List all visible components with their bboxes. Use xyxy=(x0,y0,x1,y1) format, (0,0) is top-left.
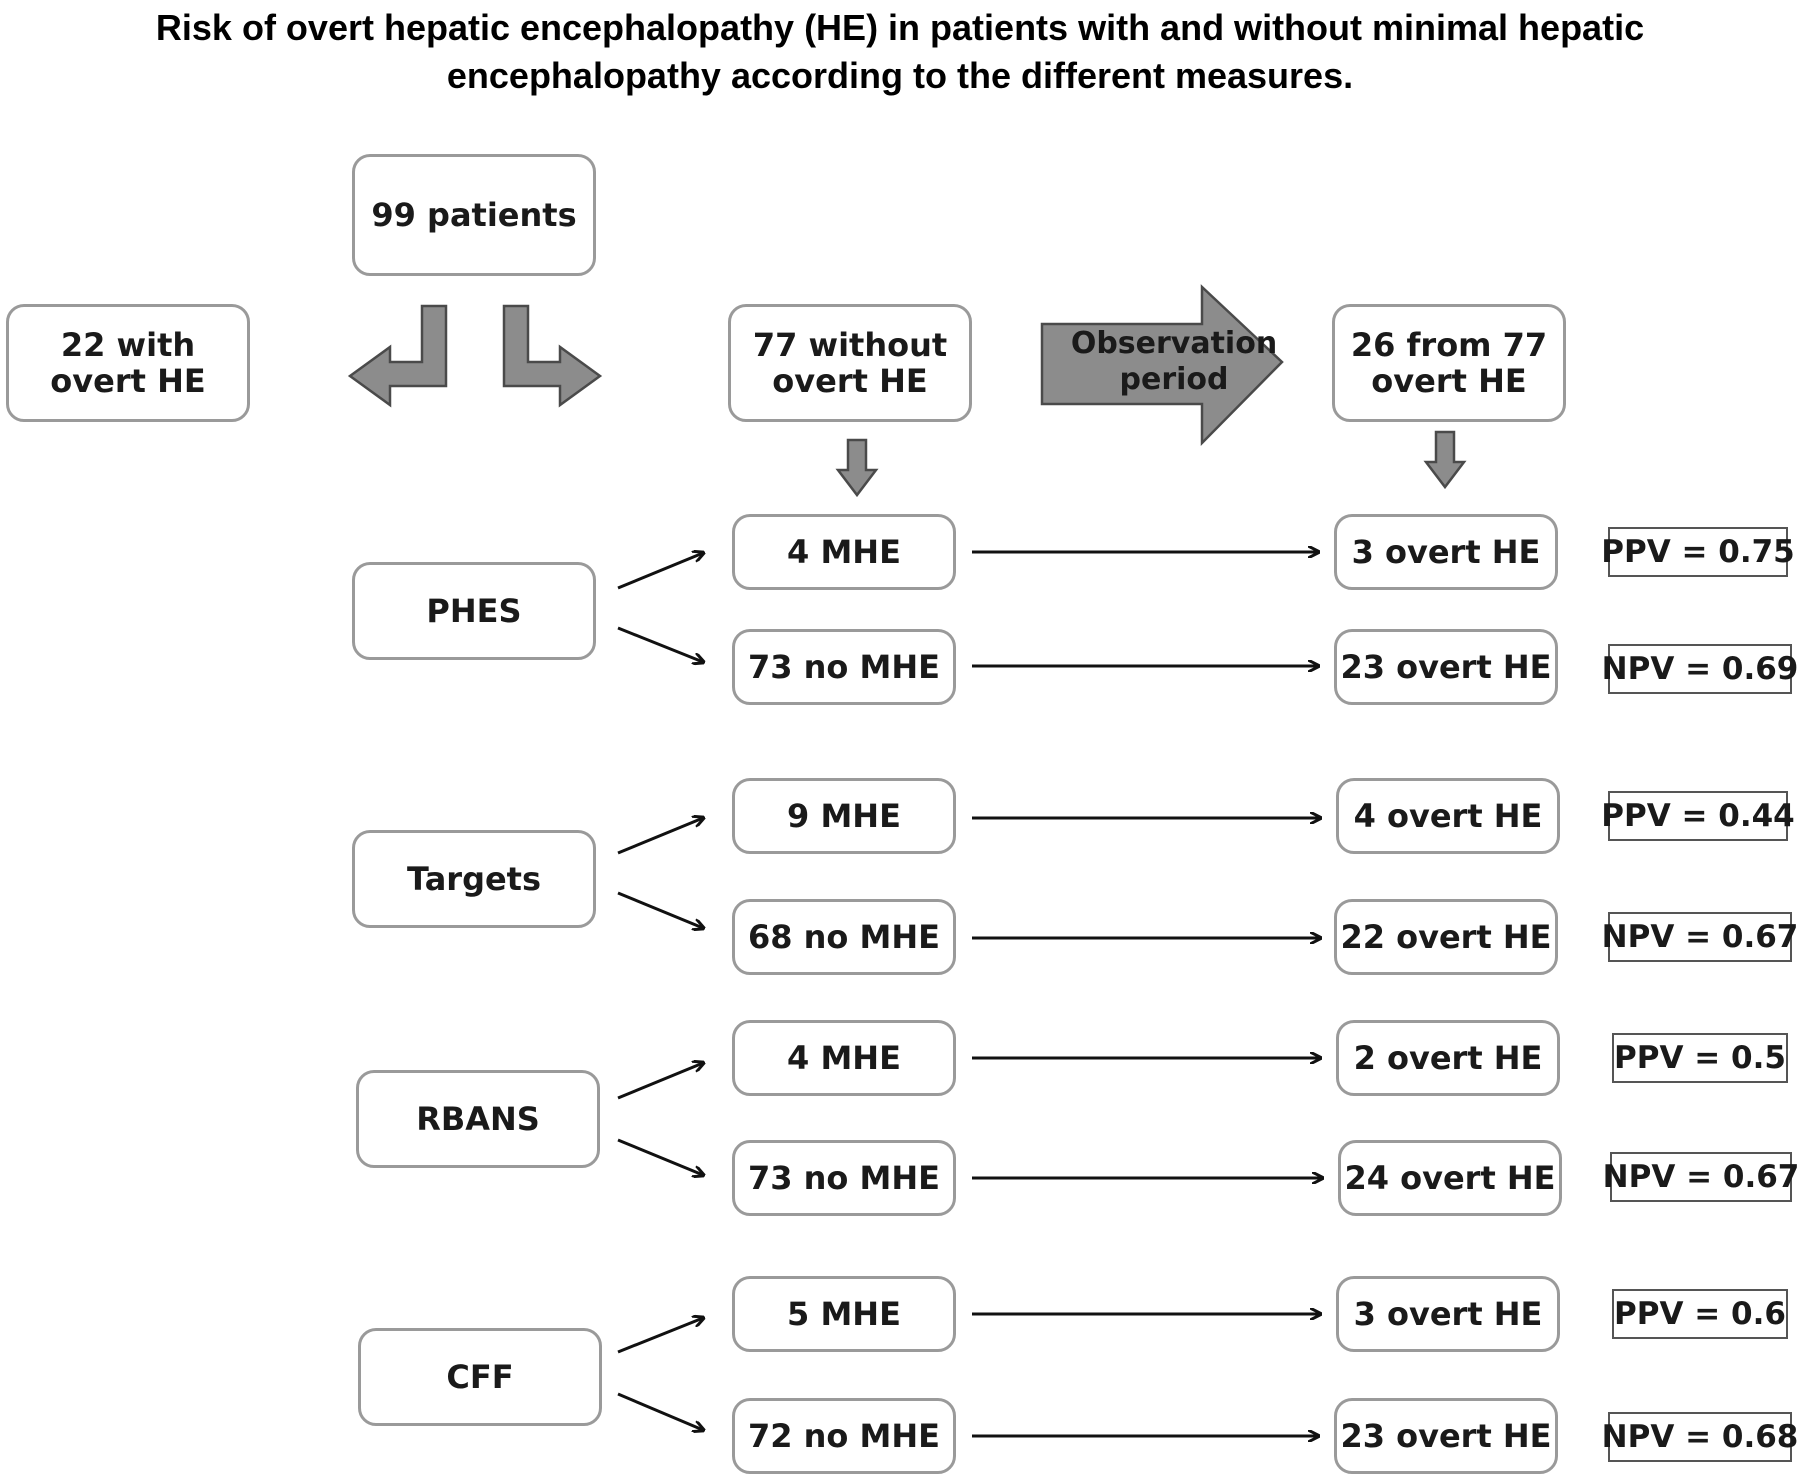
no-mhe-outcome-box: 23 overt HE xyxy=(1334,629,1558,705)
targets-arrow-no-mhe xyxy=(617,891,703,928)
npv-label: NPV = 0.67 xyxy=(1601,919,1799,955)
followup-line-2: overt HE xyxy=(1371,362,1527,400)
no-mhe-box: 72 no MHE xyxy=(732,1398,956,1474)
npv-value: NPV = 0.68 xyxy=(1602,1412,1798,1462)
with-overt-he-box: 22 with overt HE xyxy=(6,304,250,422)
no-mhe-box: 73 no MHE xyxy=(732,1140,956,1216)
measure-box-cff: CFF xyxy=(358,1328,602,1426)
followup-overt-he-box: 26 from 77 overt HE xyxy=(1332,304,1566,422)
ppv-value: PPV = 0.6 xyxy=(1612,1289,1788,1339)
no-mhe-label: 72 no MHE xyxy=(747,1417,941,1455)
mhe-outcome-box: 3 overt HE xyxy=(1336,1276,1560,1352)
without-overt-he-line-1: 77 without xyxy=(752,326,948,364)
measure-label: PHES xyxy=(426,592,522,630)
ppv-value: PPV = 0.75 xyxy=(1601,527,1795,577)
no-mhe-outcome-label: 23 overt HE xyxy=(1340,1417,1552,1455)
ppv-label: PPV = 0.5 xyxy=(1614,1040,1786,1076)
ppv-value: PPV = 0.44 xyxy=(1601,791,1795,841)
followup-line-1: 26 from 77 xyxy=(1350,326,1548,364)
no-mhe-label: 73 no MHE xyxy=(747,1159,941,1197)
measure-box-targets: Targets xyxy=(352,830,596,928)
ppv-label: PPV = 0.75 xyxy=(1601,534,1795,570)
mhe-box: 9 MHE xyxy=(732,778,956,854)
ppv-label: PPV = 0.44 xyxy=(1601,798,1795,834)
no-mhe-outcome-label: 24 overt HE xyxy=(1344,1159,1556,1197)
cff-arrow-no-mhe xyxy=(617,1392,703,1430)
no-mhe-label: 73 no MHE xyxy=(747,648,941,686)
measure-box-phes: PHES xyxy=(352,562,596,660)
mhe-label: 4 MHE xyxy=(787,1039,901,1077)
npv-label: NPV = 0.69 xyxy=(1601,651,1799,687)
npv-value: NPV = 0.67 xyxy=(1602,912,1798,962)
phes-arrow-mhe xyxy=(617,553,703,590)
observation-period-label: Observation period xyxy=(1044,326,1304,398)
targets-arrow-mhe xyxy=(617,818,703,855)
mhe-label: 9 MHE xyxy=(787,797,901,835)
ppv-label: PPV = 0.6 xyxy=(1614,1296,1786,1332)
figure-title: Risk of overt hepatic encephalopathy (HE… xyxy=(0,4,1800,100)
mhe-label: 4 MHE xyxy=(787,533,901,571)
down-arrow-right xyxy=(1423,430,1467,490)
down-arrow-left xyxy=(835,438,879,498)
title-line-2: encephalopathy according to the differen… xyxy=(446,55,1354,96)
mhe-outcome-box: 2 overt HE xyxy=(1336,1020,1560,1096)
with-overt-he-line-1: 22 with xyxy=(60,326,196,364)
without-overt-he-line-2: overt HE xyxy=(772,362,928,400)
no-mhe-outcome-label: 22 overt HE xyxy=(1340,918,1552,956)
mhe-outcome-label: 3 overt HE xyxy=(1353,1295,1543,1333)
mhe-box: 4 MHE xyxy=(732,514,956,590)
npv-value: NPV = 0.67 xyxy=(1603,1152,1799,1202)
split-arrow-left xyxy=(347,304,448,408)
no-mhe-box: 73 no MHE xyxy=(732,629,956,705)
total-patients-label: 99 patients xyxy=(371,196,577,234)
mhe-outcome-label: 2 overt HE xyxy=(1353,1039,1543,1077)
no-mhe-outcome-label: 23 overt HE xyxy=(1340,648,1552,686)
observation-line-1: Observation xyxy=(1070,326,1278,361)
observation-line-2: period xyxy=(1119,362,1229,397)
title-line-1: Risk of overt hepatic encephalopathy (HE… xyxy=(155,7,1645,48)
without-overt-he-box: 77 without overt HE xyxy=(728,304,972,422)
no-mhe-outcome-box: 24 overt HE xyxy=(1338,1140,1562,1216)
cff-arrow-mhe xyxy=(617,1318,703,1354)
mhe-outcome-label: 3 overt HE xyxy=(1351,533,1541,571)
measure-label: RBANS xyxy=(416,1100,540,1138)
split-arrow-right xyxy=(502,304,603,408)
with-overt-he-line-2: overt HE xyxy=(50,362,206,400)
mhe-box: 5 MHE xyxy=(732,1276,956,1352)
measure-label: CFF xyxy=(446,1358,514,1396)
mhe-outcome-label: 4 overt HE xyxy=(1353,797,1543,835)
mhe-outcome-box: 4 overt HE xyxy=(1336,778,1560,854)
measure-box-rbans: RBANS xyxy=(356,1070,600,1168)
phes-arrow-no-mhe xyxy=(617,626,703,662)
ppv-value: PPV = 0.5 xyxy=(1612,1033,1788,1083)
npv-label: NPV = 0.68 xyxy=(1601,1419,1799,1455)
rbans-arrow-no-mhe xyxy=(617,1138,703,1175)
npv-value: NPV = 0.69 xyxy=(1602,644,1798,694)
npv-label: NPV = 0.67 xyxy=(1602,1159,1800,1195)
observation-period-arrow xyxy=(1040,284,1284,447)
no-mhe-outcome-box: 23 overt HE xyxy=(1334,1398,1558,1474)
total-patients-box: 99 patients xyxy=(352,154,596,276)
measure-label: Targets xyxy=(406,860,542,898)
rbans-arrow-mhe xyxy=(617,1063,703,1100)
mhe-label: 5 MHE xyxy=(787,1295,901,1333)
no-mhe-outcome-box: 22 overt HE xyxy=(1334,899,1558,975)
no-mhe-box: 68 no MHE xyxy=(732,899,956,975)
no-mhe-label: 68 no MHE xyxy=(747,918,941,956)
mhe-outcome-box: 3 overt HE xyxy=(1334,514,1558,590)
mhe-box: 4 MHE xyxy=(732,1020,956,1096)
